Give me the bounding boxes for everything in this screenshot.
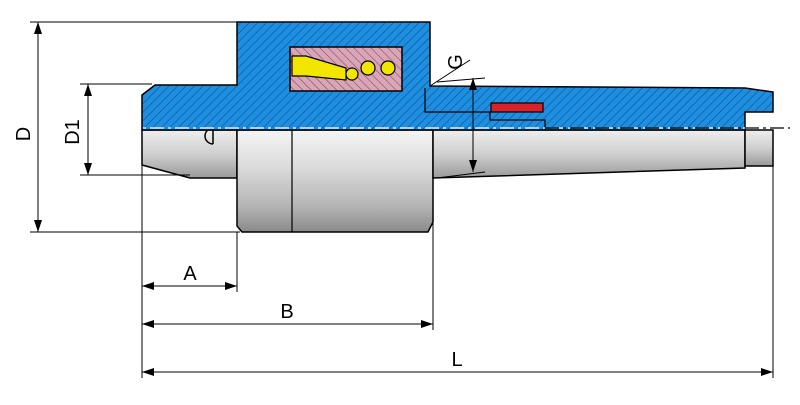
- dimension-arrows: [34, 22, 773, 376]
- roller-bearing: [291, 55, 347, 81]
- section-upper: [141, 21, 774, 131]
- tang-lower-view: [744, 129, 774, 167]
- ball-3: [380, 60, 396, 76]
- body-lower-view: [236, 129, 434, 233]
- label-L: L: [451, 349, 462, 371]
- section-step: [424, 88, 546, 130]
- seal: [490, 102, 544, 113]
- ball-1: [345, 67, 359, 81]
- ball-2: [360, 60, 376, 76]
- dimension-lines: [30, 21, 774, 378]
- label-A: A: [183, 263, 197, 285]
- label-B: B: [280, 301, 293, 323]
- label-D: D: [13, 127, 35, 141]
- taper-lower-view: [432, 129, 746, 179]
- label-G: G: [445, 54, 467, 70]
- label-D1: D1: [62, 119, 84, 145]
- tip-lower-view: [141, 129, 238, 179]
